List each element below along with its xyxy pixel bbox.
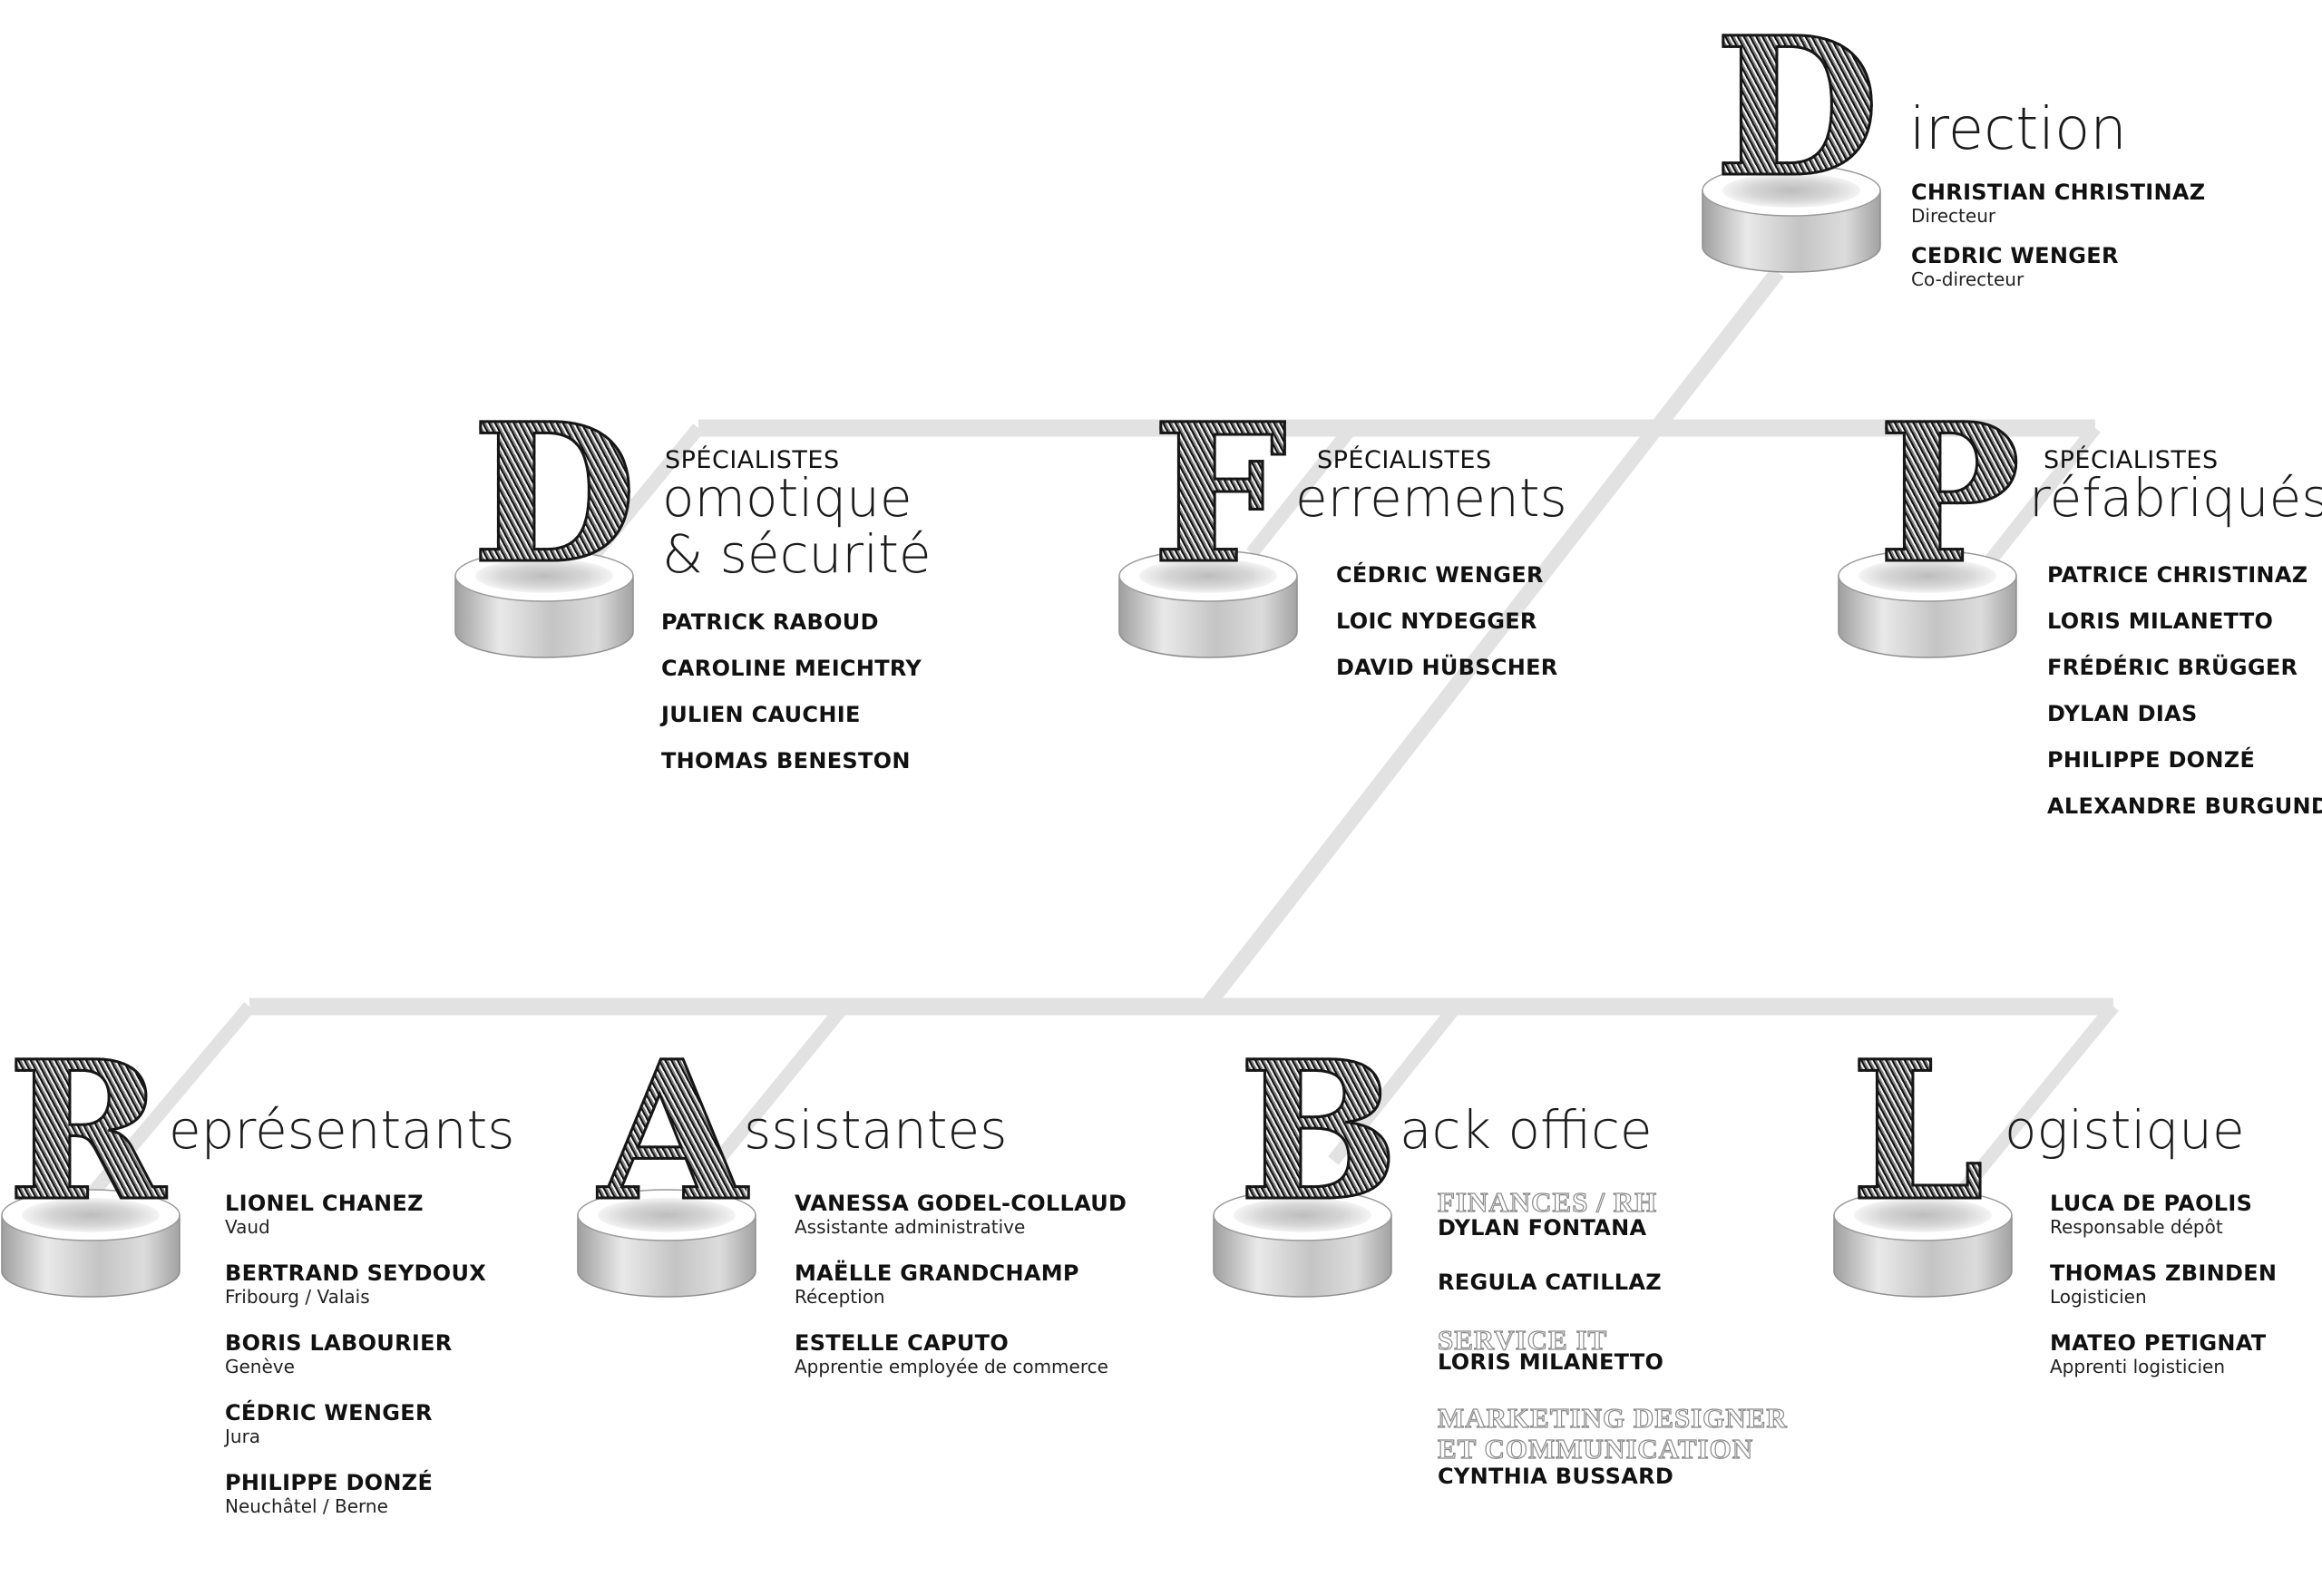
member-prefabriques: PHILIPPE DONZÉ: [2047, 747, 2256, 773]
connector-trunk: [1200, 267, 1784, 1012]
connector-tier2-prefabriques: [1976, 423, 2101, 576]
group-finances-rh: FINANCES / RH DYLAN FONTANA REGULA CATIL…: [1437, 1185, 1662, 1295]
initial-assistantes: A: [598, 1019, 748, 1243]
initial-logistique: L: [1849, 1019, 1986, 1243]
group-label: ET COMMUNICATION: [1437, 1432, 1754, 1465]
members-domotique: PATRICK RABOUD CAROLINE MEICHTRY JULIEN …: [661, 609, 922, 794]
title-assistantes: ssistantes: [744, 1099, 1008, 1161]
connector-tier2-ferrements: [1246, 423, 1357, 558]
member-prefabriques: DYLAN DIAS: [2047, 701, 2198, 726]
group-label: SERVICE IT: [1437, 1323, 1608, 1356]
member-domotique: THOMAS BENESTON: [661, 748, 911, 774]
initial-backoffice: B: [1237, 1019, 1400, 1243]
title-ferrements: errements: [1295, 467, 1567, 529]
connector-tier2-domotique: [575, 423, 704, 576]
member-ferrements: LOIC NYDEGGER: [1336, 608, 1537, 634]
member-ferrements: CÉDRIC WENGER: [1336, 562, 1544, 588]
title-domotique-line1: omotique: [662, 467, 912, 529]
title-backoffice: ack office: [1400, 1099, 1653, 1161]
group-label: FINANCES / RH: [1437, 1185, 1658, 1218]
initial-domotique: D: [470, 382, 638, 606]
kicker-prefabriques: SPÉCIALISTES: [2044, 446, 2219, 474]
connector-tier3-backoffice: [1328, 1002, 1461, 1165]
group-label: MARKETING DESIGNER: [1437, 1401, 1788, 1434]
member-ferrements: DAVID HÜBSCHER: [1336, 655, 1558, 680]
connector-tier3-assistantes: [698, 1002, 849, 1183]
member-domotique: CAROLINE MEICHTRY: [661, 656, 922, 681]
group-marketing: MARKETING DESIGNER ET COMMUNICATION CYNT…: [1437, 1401, 1788, 1489]
kicker-ferrements: SPÉCIALISTES: [1317, 446, 1492, 474]
title-logistique: ogistique: [2005, 1099, 2245, 1161]
member-domotique: PATRICK RABOUD: [661, 609, 879, 635]
title-direction: irection: [1909, 96, 2127, 163]
members-ferrements: CÉDRIC WENGER LOIC NYDEGGER DAVID HÜBSCH…: [1336, 562, 1558, 701]
title-domotique-line2: & sécurité: [662, 523, 932, 585]
initial-prefabriques: P: [1877, 382, 2023, 606]
kicker-domotique: SPÉCIALISTES: [665, 446, 840, 474]
group-member: CYNTHIA BUSSARD: [1438, 1464, 1674, 1489]
members-prefabriques: PATRICE CHRISTINAZ LORIS MILANETTO FRÉDÉ…: [2047, 562, 2322, 840]
group-member: DYLAN FONTANA: [1438, 1215, 1647, 1241]
member-prefabriques: ALEXANDRE BURGUNDER: [2047, 793, 2322, 819]
title-prefabriques: réfabriqués: [2029, 467, 2322, 529]
initial-ferrements: F: [1150, 382, 1288, 606]
initial-representants: R: [6, 1019, 168, 1243]
group-member: REGULA CATILLAZ: [1438, 1270, 1662, 1295]
member-prefabriques: LORIS MILANETTO: [2047, 608, 2274, 634]
group-member: LORIS MILANETTO: [1438, 1349, 1664, 1375]
title-representants: eprésentants: [169, 1099, 515, 1161]
initial-direction: D: [1712, 0, 1880, 219]
connector-tier3-representants: [76, 1002, 255, 1211]
connector-tier3-logistique: [1945, 1002, 2119, 1211]
member-prefabriques: FRÉDÉRIC BRÜGGER: [2047, 655, 2298, 680]
group-service-it: SERVICE IT LORIS MILANETTO: [1437, 1323, 1664, 1375]
member-prefabriques: PATRICE CHRISTINAZ: [2047, 562, 2308, 588]
member-domotique: JULIEN CAUCHIE: [661, 702, 861, 727]
